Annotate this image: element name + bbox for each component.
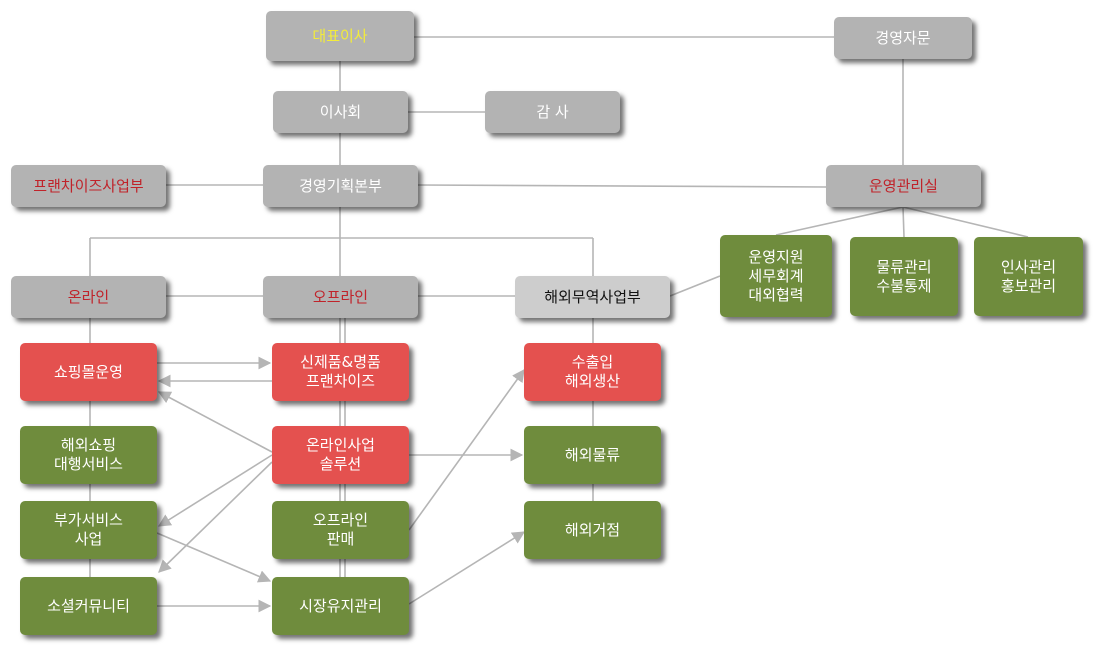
connector-ops-logistics <box>902 206 905 238</box>
node-label-line: 소셜커뮤니티 <box>47 596 130 615</box>
node-online: 온라인 <box>11 276 166 318</box>
node-label-line: 운영지원 <box>748 247 804 266</box>
node-label-line: 시장유지관리 <box>299 596 382 615</box>
arrow-solution-to-valueadded <box>157 454 273 527</box>
node-overseas-trade: 해외무역사업부 <box>515 276 670 318</box>
node-label-line: 판매 <box>326 530 355 548</box>
node-label-line: 온라인 <box>67 287 110 306</box>
node-label-line: 대행서비스 <box>53 455 123 473</box>
node-label-line: 해외쇼핑 <box>60 436 117 454</box>
node-label-line: 부가서비스 <box>53 511 123 529</box>
node-label-line: 온라인사업 <box>305 436 375 454</box>
node-franchise-dept: 프랜차이즈사업부 <box>11 165 166 207</box>
node-label-line: 해외거점 <box>564 520 621 539</box>
node-overseas-logistics: 해외물류 <box>524 426 661 484</box>
connector-ops-hr <box>902 206 1029 238</box>
node-label-line: 홍보관리 <box>1000 276 1057 295</box>
node-label-line: 해외생산 <box>564 372 621 390</box>
node-label-line: 수출입 <box>571 353 614 371</box>
node-mall-ops: 쇼핑몰운영 <box>20 343 157 401</box>
node-label-line: 프랜차이즈 <box>305 372 375 390</box>
node-label-line: 오프라인 <box>312 287 369 306</box>
node-board: 이사회 <box>273 91 408 133</box>
node-label-line: 경영자문 <box>875 28 931 47</box>
node-label-line: 신제품&명품 <box>300 353 381 371</box>
node-ops-office: 운영관리실 <box>826 165 981 207</box>
node-label-line: 쇼핑몰운영 <box>53 362 123 381</box>
connector-ops-support <box>775 206 904 236</box>
node-planning-hq: 경영기획본부 <box>263 165 418 207</box>
node-label-line: 대표이사 <box>312 26 368 45</box>
node-market-maintenance: 시장유지관리 <box>272 577 409 635</box>
node-label-line: 수불통제 <box>876 276 932 295</box>
node-label-line: 해외무역사업부 <box>544 287 641 306</box>
node-audit: 감 사 <box>485 91 620 133</box>
arrow-solution-to-social <box>158 461 273 573</box>
node-social-community: 소셜커뮤니티 <box>20 577 157 635</box>
node-label-line: 해외물류 <box>564 445 621 464</box>
node-overseas-base: 해외거점 <box>524 501 661 559</box>
connector-market-overseas-base <box>408 531 526 605</box>
arrow-valueadded-to-market <box>156 532 272 583</box>
node-label-line: 운영관리실 <box>868 176 938 195</box>
node-label-line: 물류관리 <box>876 257 932 276</box>
node-label-line: 감 사 <box>536 102 569 121</box>
node-label-line: 솔루션 <box>319 455 362 473</box>
node-label-line: 인사관리 <box>1000 257 1057 276</box>
connector-planning-ops <box>417 184 827 188</box>
node-label-line: 이사회 <box>319 102 362 121</box>
node-label-line: 대외협력 <box>748 285 804 304</box>
node-label-line: 프랜차이즈사업부 <box>33 176 144 195</box>
node-label-line: 사업 <box>74 530 103 548</box>
node-ceo: 대표이사 <box>266 11 414 61</box>
node-offline: 오프라인 <box>263 276 418 318</box>
node-advisory: 경영자문 <box>834 17 972 59</box>
node-label-line: 오프라인 <box>312 511 369 529</box>
arrow-solution-to-mall <box>157 391 273 453</box>
node-label-line: 세무회계 <box>748 266 804 285</box>
connector-offline-sales-import <box>408 368 525 531</box>
connector-overseas-ops-support <box>669 275 721 297</box>
node-label-line: 경영기획본부 <box>299 176 382 195</box>
